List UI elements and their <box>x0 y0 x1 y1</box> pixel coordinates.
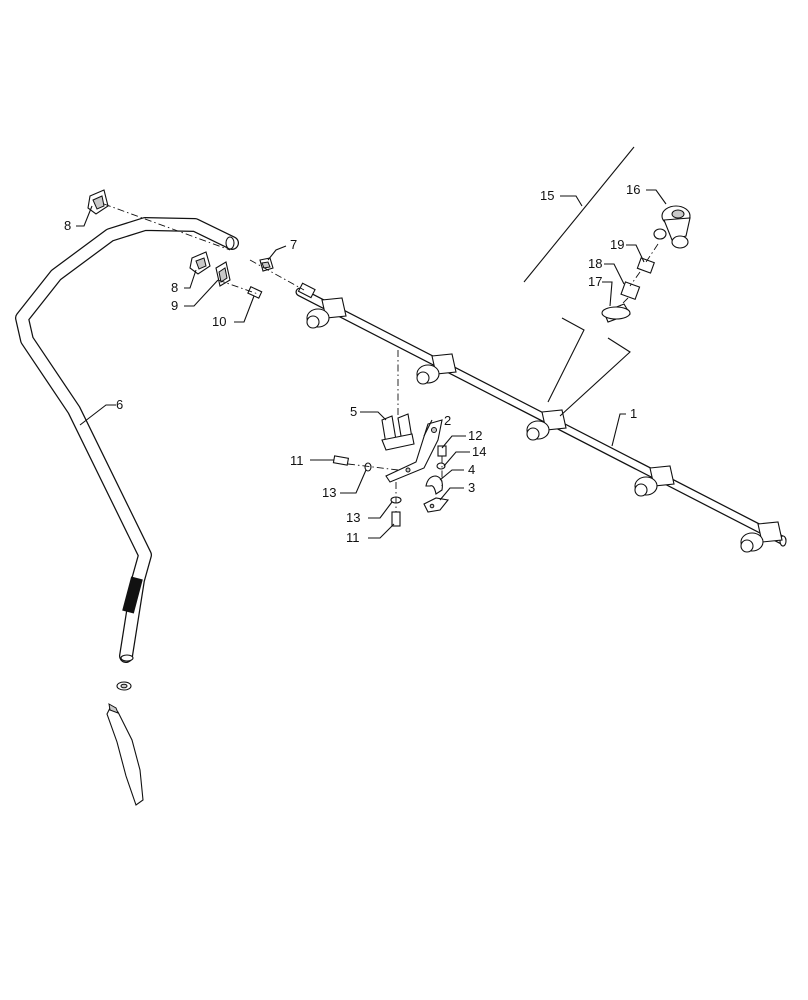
callout-11: 11 <box>346 530 360 545</box>
center-lines <box>103 203 659 512</box>
bolt-part-11-upper <box>332 455 350 466</box>
leader-lines <box>76 189 667 539</box>
mount-part-5 <box>381 413 415 451</box>
callout-17: 17 <box>588 274 602 289</box>
callout-7: 7 <box>290 237 297 252</box>
hose-lower-stub <box>106 681 144 806</box>
callout-15: 15 <box>540 188 554 203</box>
clamp-part-4 <box>425 475 443 495</box>
bracket-part-2 <box>385 419 443 483</box>
boom-inlet-fitting <box>297 282 316 299</box>
callout-labels: 8 8 9 10 7 6 5 2 11 13 13 11 12 14 4 3 1… <box>64 182 640 545</box>
group-bracket-part-15 <box>523 146 635 417</box>
callout-8: 8 <box>64 218 71 233</box>
callout-1: 1 <box>630 406 637 421</box>
nozzle-body <box>634 465 675 497</box>
nozzle-body <box>740 521 783 553</box>
callout-10: 10 <box>212 314 226 329</box>
callout-4: 4 <box>468 462 475 477</box>
callout-16: 16 <box>626 182 640 197</box>
bracket-part-9 <box>215 261 231 287</box>
tip-part-18 <box>620 281 641 301</box>
nozzle-body <box>306 297 347 329</box>
nut-part-14 <box>436 462 446 470</box>
callout-5: 5 <box>350 404 357 419</box>
cap-part-19 <box>636 257 655 274</box>
callout-12: 12 <box>468 428 482 443</box>
callout-8: 8 <box>171 280 178 295</box>
callout-13: 13 <box>322 485 336 500</box>
hose-part-6 <box>15 217 239 663</box>
callout-3: 3 <box>468 480 475 495</box>
nozzle-body <box>526 409 567 441</box>
callout-19: 19 <box>610 237 624 252</box>
callout-18: 18 <box>588 256 602 271</box>
strainer-part-17 <box>601 303 631 323</box>
bolt-part-10 <box>247 286 263 299</box>
callout-9: 9 <box>171 298 178 313</box>
callout-13: 13 <box>346 510 360 525</box>
clip-part-8 <box>87 189 109 215</box>
callout-14: 14 <box>472 444 486 459</box>
nozzle-part-16 <box>653 205 691 249</box>
washer-part-13-upper <box>364 462 372 472</box>
callout-2: 2 <box>444 413 451 428</box>
callout-11: 11 <box>290 453 304 468</box>
callout-6: 6 <box>116 397 123 412</box>
clamp-half-part-3 <box>423 497 450 513</box>
bolt-part-11-lower <box>391 511 401 527</box>
clip-part-8-lower <box>189 251 211 275</box>
nozzle-body <box>416 353 457 385</box>
